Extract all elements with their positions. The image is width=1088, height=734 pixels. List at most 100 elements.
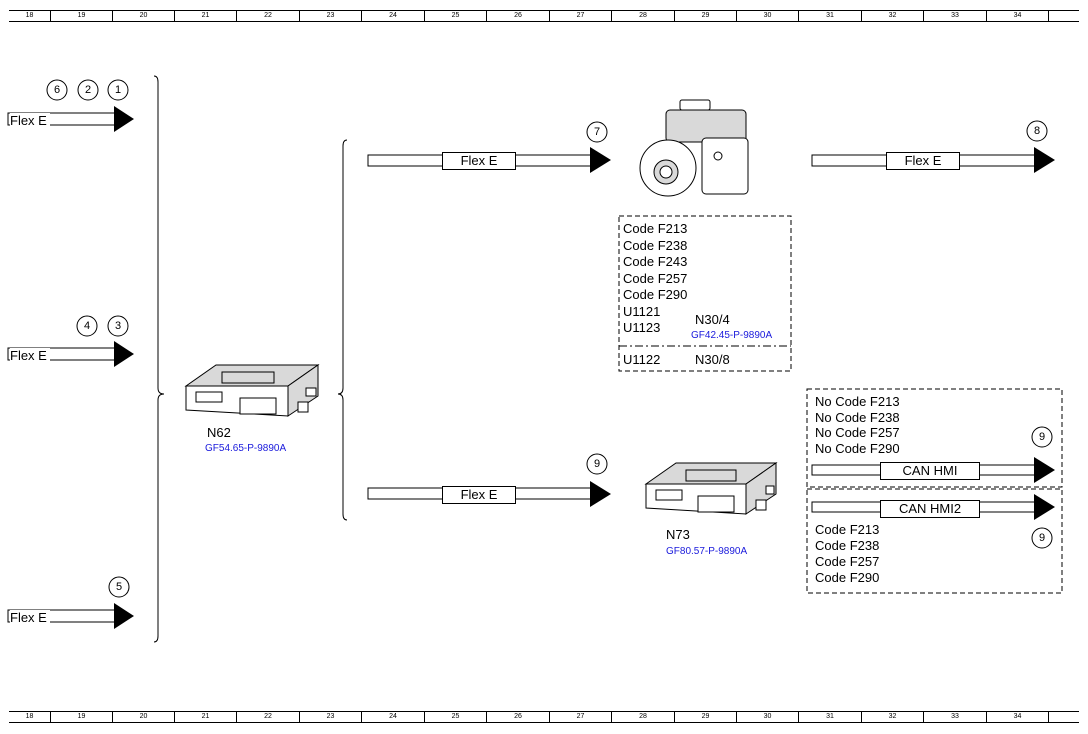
code-item: Code F257 bbox=[815, 554, 880, 569]
n30-4-ref: GF42.45-P-9890A bbox=[691, 330, 773, 341]
marker-number: 4 bbox=[83, 320, 91, 332]
ruler-cell: 29 bbox=[675, 712, 737, 722]
ruler-cell: 34 bbox=[987, 11, 1049, 21]
marker-number: 2 bbox=[84, 84, 92, 96]
lower-code-list: Code F213 Code F238 Code F257 Code F290 bbox=[815, 522, 879, 586]
ruler-cell: 22 bbox=[237, 712, 300, 722]
upper-output-label: Flex E bbox=[886, 152, 960, 170]
ruler-cell: 25 bbox=[425, 712, 487, 722]
marker-number: 8 bbox=[1033, 125, 1041, 137]
ruler-cell: 28 bbox=[612, 712, 675, 722]
ruler-cell: 25 bbox=[425, 11, 487, 21]
ruler-cell: 28 bbox=[612, 11, 675, 21]
no-code-item: No Code F238 bbox=[815, 409, 900, 425]
upper-code-box bbox=[618, 215, 792, 372]
marker-circle bbox=[586, 121, 608, 143]
code-item: Code F257 bbox=[623, 270, 688, 286]
alt-code: U1122 bbox=[623, 352, 661, 367]
marker-circle bbox=[107, 79, 129, 101]
code-item: Code F290 bbox=[815, 570, 880, 585]
ruler-cell: 18 bbox=[9, 712, 51, 722]
left-input-label-2: Flex E bbox=[10, 348, 50, 363]
code-item: Code F290 bbox=[623, 287, 688, 302]
marker-number: 9 bbox=[593, 458, 601, 470]
code-box-lower bbox=[806, 488, 1063, 594]
n62-device bbox=[184, 364, 320, 417]
marker-circle bbox=[1031, 527, 1053, 549]
no-code-item: No Code F290 bbox=[815, 441, 900, 457]
ruler-cell: 29 bbox=[675, 11, 737, 21]
code-item: Code F213 bbox=[623, 221, 688, 236]
no-code-item: No Code F257 bbox=[815, 425, 900, 441]
code-item: Code F243 bbox=[623, 254, 688, 269]
ruler-cell: 20 bbox=[113, 712, 175, 722]
marker-circle bbox=[108, 576, 130, 598]
ruler-cell: 24 bbox=[362, 11, 425, 21]
ruler-cell: 31 bbox=[799, 712, 862, 722]
marker-number: 6 bbox=[53, 84, 61, 96]
code-item: U1121 bbox=[623, 303, 661, 319]
ruler-cell: 33 bbox=[924, 712, 987, 722]
no-code-box bbox=[806, 388, 1063, 488]
n73-ref: GF80.57-P-9890A bbox=[666, 546, 748, 557]
marker-circle bbox=[77, 79, 99, 101]
left-brace bbox=[153, 75, 165, 643]
ruler-cell: 21 bbox=[175, 712, 237, 722]
ruler-cell: 24 bbox=[362, 712, 425, 722]
ruler-cell: 33 bbox=[924, 11, 987, 21]
marker-number: 7 bbox=[593, 126, 601, 138]
lower-input-label: Flex E bbox=[442, 486, 516, 504]
ruler-cell: 31 bbox=[799, 11, 862, 21]
ruler-cell: 34 bbox=[987, 712, 1049, 722]
left-input-label-1: Flex E bbox=[10, 113, 50, 128]
marker-circle bbox=[586, 453, 608, 475]
marker-number: 5 bbox=[115, 581, 123, 593]
ruler-cell: 18 bbox=[9, 11, 51, 21]
ruler-cell: 32 bbox=[862, 11, 924, 21]
upper-input-label: Flex E bbox=[442, 152, 516, 170]
upper-code-list: Code F213 Code F238 Code F243 Code F257 … bbox=[623, 221, 687, 337]
marker-number: 3 bbox=[114, 320, 122, 332]
right-brace bbox=[337, 139, 348, 521]
left-input-label-3: Flex E bbox=[10, 610, 50, 625]
code-item: U1123 bbox=[623, 320, 661, 335]
ruler-cell: 19 bbox=[51, 712, 113, 722]
n30-4-name: N30/4 bbox=[695, 312, 730, 327]
code-item: Code F213 bbox=[815, 522, 880, 537]
marker-number: 9 bbox=[1038, 431, 1046, 443]
ruler-cell: 22 bbox=[237, 11, 300, 21]
marker-number: 9 bbox=[1038, 532, 1046, 544]
n62-ref: GF54.65-P-9890A bbox=[205, 443, 287, 454]
marker-circle bbox=[1031, 426, 1053, 448]
marker-circle bbox=[76, 315, 98, 337]
n62-name: N62 bbox=[207, 425, 231, 440]
n73-device bbox=[644, 462, 778, 515]
marker-circle bbox=[1026, 120, 1048, 142]
no-code-list: No Code F213 No Code F238 No Code F257 N… bbox=[815, 394, 900, 457]
no-code-item: No Code F213 bbox=[815, 394, 900, 409]
ruler-cell: 23 bbox=[300, 712, 362, 722]
marker-number: 1 bbox=[114, 84, 122, 96]
ruler-cell: 26 bbox=[487, 712, 550, 722]
code-item: Code F238 bbox=[815, 538, 880, 553]
ruler-cell: 27 bbox=[550, 11, 612, 21]
marker-circle bbox=[46, 79, 68, 101]
ruler-cell: 20 bbox=[113, 11, 175, 21]
can-hmi-label: CAN HMI bbox=[880, 462, 980, 480]
ruler-cell: 26 bbox=[487, 11, 550, 21]
n30-4-device bbox=[639, 99, 749, 197]
ruler-cell: 30 bbox=[737, 11, 799, 21]
can-hmi2-label: CAN HMI2 bbox=[880, 500, 980, 518]
marker-circle bbox=[107, 315, 129, 337]
n73-name: N73 bbox=[666, 527, 690, 542]
n30-8-name: N30/8 bbox=[695, 352, 730, 367]
ruler-cell: 23 bbox=[300, 11, 362, 21]
ruler-cell: 30 bbox=[737, 712, 799, 722]
code-item: Code F238 bbox=[623, 237, 688, 253]
ruler-cell: 27 bbox=[550, 712, 612, 722]
ruler-cell: 32 bbox=[862, 712, 924, 722]
